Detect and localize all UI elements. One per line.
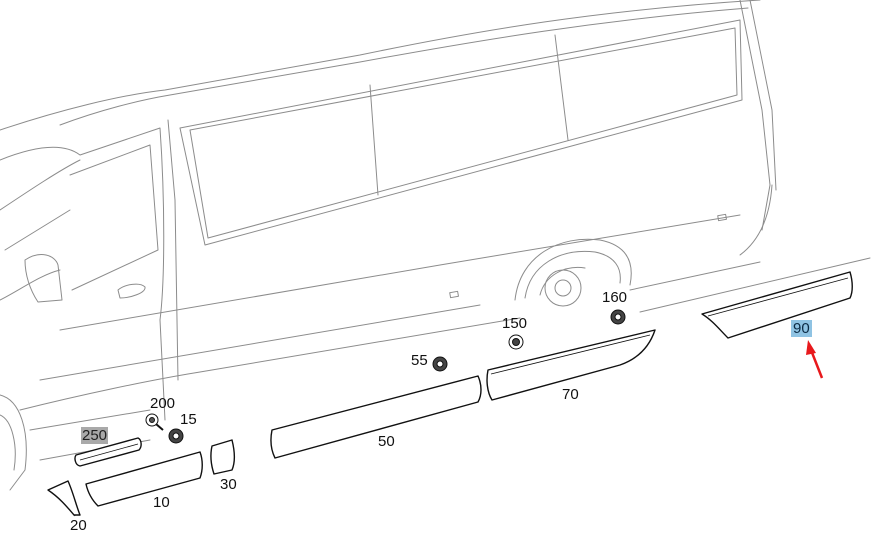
callout-250: 250 xyxy=(81,427,109,444)
part-200-screw xyxy=(145,413,164,431)
callout-55: 55 xyxy=(411,352,428,369)
callout-50: 50 xyxy=(378,433,395,450)
part-10-moulding xyxy=(85,451,203,507)
clips xyxy=(145,309,626,444)
part-15-clip xyxy=(168,428,184,444)
part-160-clip xyxy=(610,309,626,325)
part-90-moulding xyxy=(701,271,853,339)
part-70-moulding xyxy=(486,329,656,401)
part-70-moulding-edge xyxy=(490,334,651,375)
callout-150: 150 xyxy=(502,315,528,332)
part-55-clip xyxy=(432,356,448,372)
callout-10: 10 xyxy=(153,494,170,511)
callout-20: 20 xyxy=(70,517,87,534)
part-50-moulding xyxy=(270,375,482,459)
part-20-corner xyxy=(47,480,81,516)
part-150-clip xyxy=(508,334,524,350)
callout-15: 15 xyxy=(180,411,197,428)
trim-parts xyxy=(47,271,853,516)
callout-90[interactable]: 90 xyxy=(791,320,812,337)
callout-30: 30 xyxy=(220,476,237,493)
part-30-piece xyxy=(210,439,235,475)
part-250-strip-edge xyxy=(79,443,139,461)
van-body-outline xyxy=(0,0,871,491)
callout-160: 160 xyxy=(602,289,628,306)
pointer-arrow-icon xyxy=(806,340,824,379)
callout-70: 70 xyxy=(562,386,579,403)
callout-200: 200 xyxy=(150,395,176,412)
part-90-moulding-edge xyxy=(707,277,849,317)
